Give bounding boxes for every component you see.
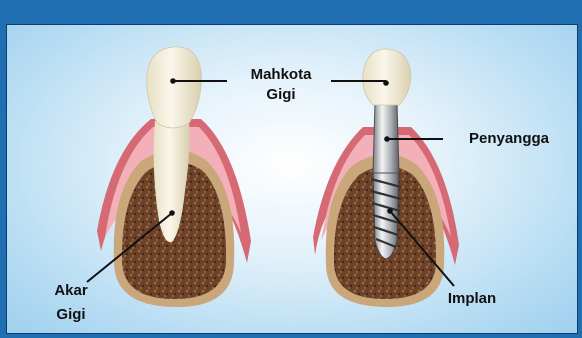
label-abutment: Penyangga bbox=[444, 129, 574, 148]
label-root-line2: Gigi bbox=[41, 305, 101, 324]
diagram-panel: Mahkota Gigi Penyangga Akar Gigi Implan bbox=[6, 24, 578, 334]
label-implant: Implan bbox=[427, 289, 517, 308]
tooth-crown bbox=[147, 47, 202, 128]
label-crown-line1: Mahkota bbox=[224, 65, 338, 84]
label-crown-line2: Gigi bbox=[224, 85, 338, 104]
label-root-line1: Akar bbox=[41, 281, 101, 300]
implant-crown bbox=[363, 49, 411, 105]
